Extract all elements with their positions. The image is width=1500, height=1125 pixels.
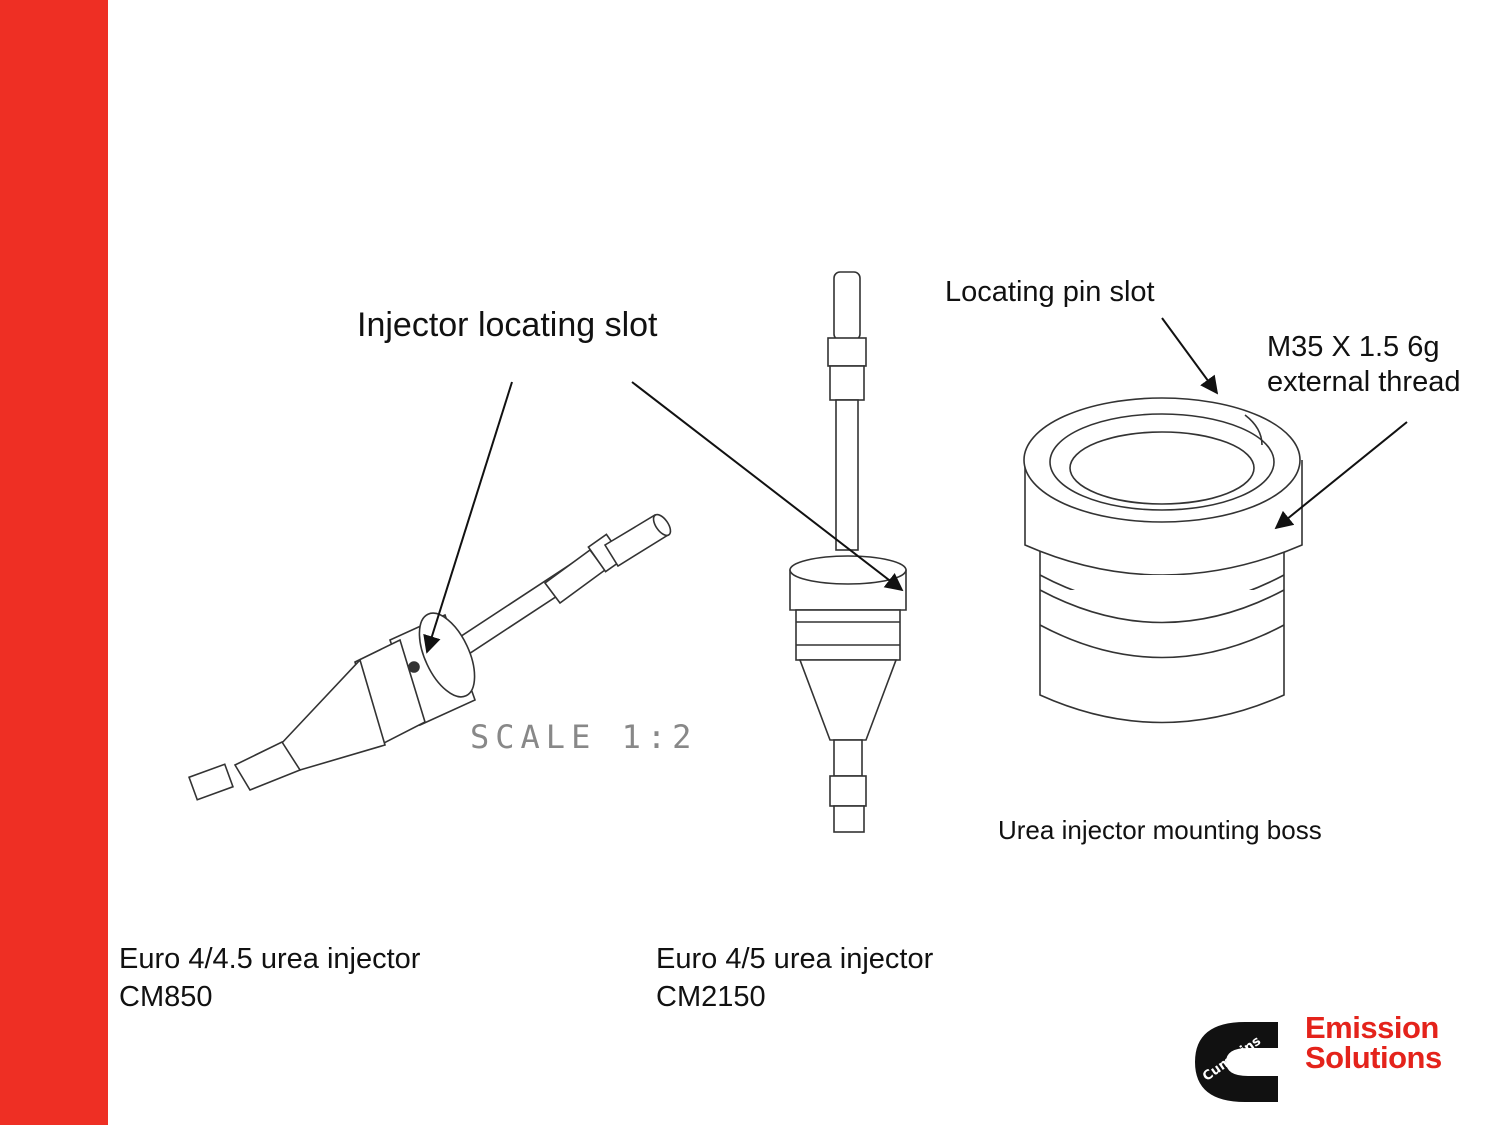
injector-cm2150-drawing xyxy=(789,271,907,833)
caption-left-model: CM850 xyxy=(119,981,213,1013)
label-thread-size: M35 X 1.5 6g xyxy=(1267,331,1440,363)
label-scale: SCALE 1:2 xyxy=(470,718,698,756)
cummins-logo: Cummins xyxy=(1190,1012,1490,1107)
label-thread-type: external thread xyxy=(1267,366,1461,398)
arrow-cm2150-slot xyxy=(631,381,904,592)
caption-right-title: Euro 4/5 urea injector xyxy=(656,943,934,975)
caption-left-title: Euro 4/4.5 urea injector xyxy=(119,943,421,975)
arrow-thread xyxy=(1274,421,1408,530)
label-injector-locating-slot: Injector locating slot xyxy=(357,306,658,344)
label-mounting-boss: Urea injector mounting boss xyxy=(998,815,1322,845)
caption-left: Euro 4/4.5 urea injector CM850 xyxy=(119,940,420,1016)
arrow-cm850-slot xyxy=(423,381,513,654)
cummins-c-mark-icon: Cummins xyxy=(1195,1022,1278,1102)
brand-name: Emission Solutions xyxy=(1305,1010,1442,1075)
brand-line-2: Solutions xyxy=(1305,1040,1442,1075)
arrow-pin-slot xyxy=(1161,317,1219,395)
caption-right-model: CM2150 xyxy=(656,981,766,1013)
side-accent-bar xyxy=(0,0,108,1125)
label-locating-pin-slot: Locating pin slot xyxy=(945,276,1155,308)
brand-line-1: Emission xyxy=(1305,1010,1439,1045)
caption-right: Euro 4/5 urea injector CM2150 xyxy=(656,940,933,1016)
mounting-boss-drawing xyxy=(1023,397,1303,724)
injector-cm850-drawing xyxy=(188,513,672,801)
